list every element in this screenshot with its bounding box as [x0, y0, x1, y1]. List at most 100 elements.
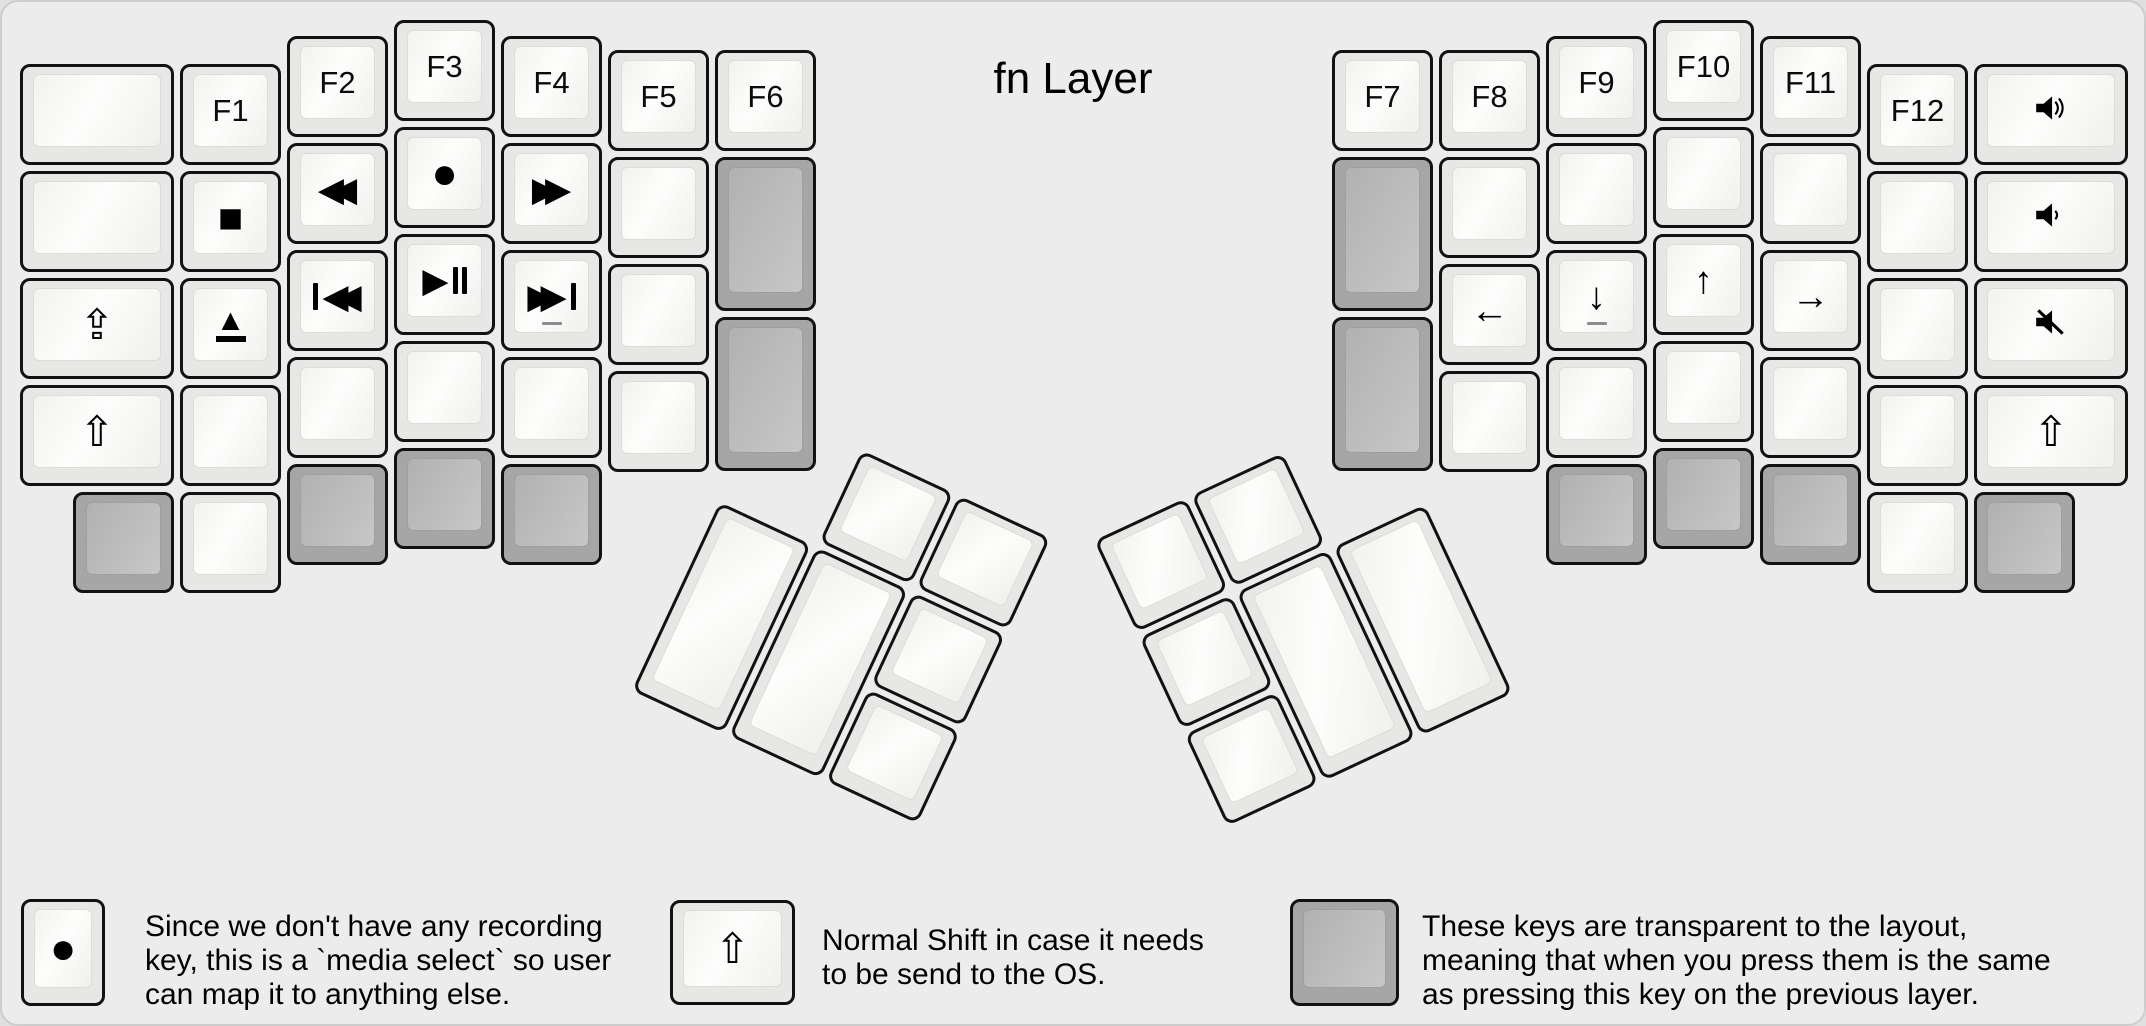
keycap-face — [1880, 395, 1955, 468]
keycap-face — [935, 509, 1035, 608]
key-blank[interactable] — [501, 357, 602, 458]
key-shift[interactable]: ⇧ — [1974, 385, 2128, 486]
key-volume-mute[interactable] — [1974, 278, 2128, 379]
key-blank[interactable] — [20, 64, 174, 165]
key-blank[interactable] — [1653, 448, 1754, 549]
key-blank[interactable] — [1332, 317, 1433, 471]
prev-track-icon: ◀◀ — [313, 280, 362, 314]
key-F11[interactable]: F11 — [1760, 36, 1861, 137]
key-blank[interactable] — [715, 317, 816, 471]
key-shift[interactable]: ⇧ — [670, 900, 795, 1005]
key-F3[interactable]: F3 — [394, 20, 495, 121]
key-prev-track[interactable]: ◀◀ — [287, 250, 388, 351]
keycap-face — [890, 606, 990, 705]
key-F2[interactable]: F2 — [287, 36, 388, 137]
key-blank[interactable] — [1974, 492, 2075, 593]
key-F8[interactable]: F8 — [1439, 50, 1540, 151]
keycap-face: ● — [407, 137, 482, 210]
key-blank[interactable] — [20, 171, 174, 272]
key-blank[interactable] — [1439, 157, 1540, 258]
key-F12[interactable]: F12 — [1867, 64, 1968, 165]
key-blank[interactable] — [1546, 143, 1647, 244]
keycap-face: ▶▶ — [514, 260, 589, 333]
key-arrow-left[interactable]: ← — [1439, 264, 1540, 365]
key-blank[interactable] — [501, 464, 602, 565]
key-F10[interactable]: F10 — [1653, 20, 1754, 121]
keycap-face: F8 — [1452, 60, 1527, 133]
key-F1[interactable]: F1 — [180, 64, 281, 165]
key-blank[interactable] — [73, 492, 174, 593]
key-arrow-down[interactable]: ↓ — [1546, 250, 1647, 351]
key-label: F10 — [1676, 48, 1731, 84]
key-blank[interactable] — [1653, 341, 1754, 442]
keycap-face: ▶▶ — [514, 153, 589, 226]
keycap-face: F2 — [300, 46, 375, 119]
keycap-face — [1773, 153, 1848, 226]
key-blank[interactable] — [1332, 157, 1433, 311]
keycap-face — [1110, 512, 1209, 611]
key-blank[interactable] — [1867, 171, 1968, 272]
key-label: F12 — [1890, 92, 1945, 128]
record-icon: ● — [49, 923, 77, 973]
key-F7[interactable]: F7 — [1332, 50, 1433, 151]
key-eject[interactable]: ▲ — [180, 278, 281, 379]
key-blank[interactable] — [1290, 899, 1399, 1006]
keycap-face: ⇧ — [1987, 395, 2115, 468]
keycap-face: F12 — [1880, 74, 1955, 147]
key-blank[interactable] — [608, 157, 709, 258]
key-blank[interactable] — [608, 264, 709, 365]
key-stop[interactable]: ■ — [180, 171, 281, 272]
key-blank[interactable] — [287, 464, 388, 565]
key-blank[interactable] — [1760, 464, 1861, 565]
key-volume-up[interactable] — [1974, 64, 2128, 165]
key-next-track[interactable]: ▶▶ — [501, 250, 602, 351]
key-record[interactable]: ● — [21, 899, 105, 1006]
rewind-icon: ◀◀ — [317, 170, 357, 209]
layer-title: fn Layer — [993, 54, 1153, 103]
key-label: F8 — [1471, 78, 1508, 114]
keycap-face — [1880, 502, 1955, 575]
key-blank[interactable] — [715, 157, 816, 311]
key-arrow-right[interactable]: → — [1760, 250, 1861, 351]
keycap-face: ◀◀ — [300, 153, 375, 226]
key-F4[interactable]: F4 — [501, 36, 602, 137]
keycap-face: F11 — [1773, 46, 1848, 119]
key-blank[interactable] — [1653, 127, 1754, 228]
key-blank[interactable] — [394, 448, 495, 549]
fast-forward-icon: ▶▶ — [531, 170, 571, 209]
key-blank[interactable] — [180, 492, 281, 593]
keycap-face: ⇪ — [33, 288, 161, 361]
key-blank[interactable] — [608, 371, 709, 472]
key-blank[interactable] — [180, 385, 281, 486]
key-F5[interactable]: F5 — [608, 50, 709, 151]
keycap-face — [1200, 706, 1300, 805]
keycap-face — [86, 502, 161, 575]
key-fast-forward[interactable]: ▶▶ — [501, 143, 602, 244]
arrow-down-icon: ↓ — [1587, 275, 1606, 318]
key-blank[interactable] — [1546, 464, 1647, 565]
key-blank[interactable] — [287, 357, 388, 458]
key-shift[interactable]: ⇧ — [20, 385, 174, 486]
key-label: F2 — [319, 64, 356, 100]
key-arrow-up[interactable]: ↑ — [1653, 234, 1754, 335]
keycap-face — [407, 351, 482, 424]
key-F9[interactable]: F9 — [1546, 36, 1647, 137]
key-blank[interactable] — [394, 341, 495, 442]
key-blank[interactable] — [1760, 143, 1861, 244]
keycap-face — [514, 474, 589, 547]
keycap-face — [300, 474, 375, 547]
keycap-face — [33, 74, 161, 147]
key-blank[interactable] — [1867, 278, 1968, 379]
key-blank[interactable] — [1546, 357, 1647, 458]
key-blank[interactable] — [1439, 371, 1540, 472]
key-blank[interactable] — [1867, 385, 1968, 486]
key-F6[interactable]: F6 — [715, 50, 816, 151]
key-rewind[interactable]: ◀◀ — [287, 143, 388, 244]
keycap-face — [1345, 327, 1420, 453]
key-record[interactable]: ● — [394, 127, 495, 228]
key-volume-down[interactable] — [1974, 171, 2128, 272]
key-play-pause[interactable]: ▶ — [394, 234, 495, 335]
key-blank[interactable] — [1760, 357, 1861, 458]
key-caps-lock[interactable]: ⇪ — [20, 278, 174, 379]
key-blank[interactable] — [1867, 492, 1968, 593]
